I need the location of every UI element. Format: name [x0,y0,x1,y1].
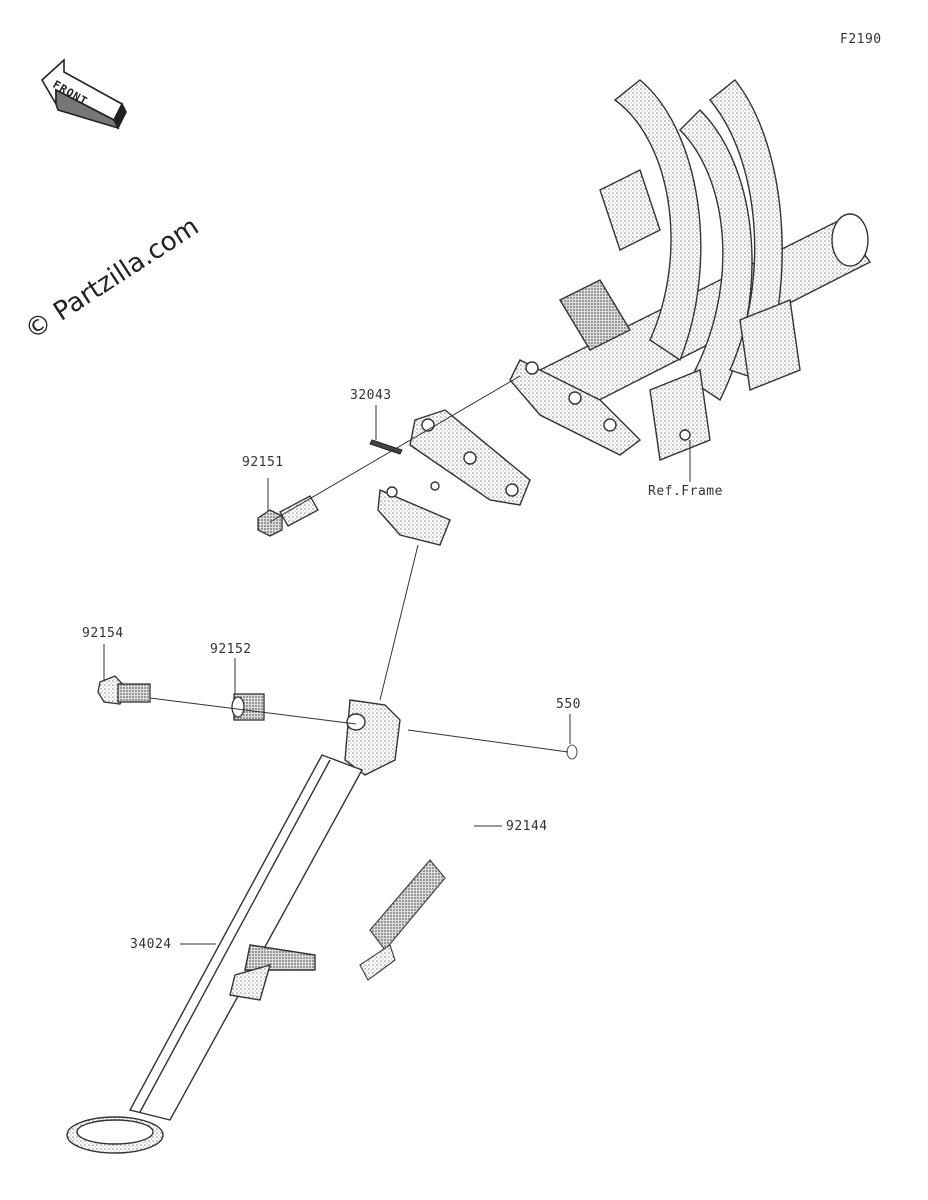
diagram-code: F2190 [840,32,882,47]
stand-bracket [377,409,531,546]
part-label-32043[interactable]: 32043 [350,388,392,403]
front-arrow-icon [40,58,127,130]
part-label-92152[interactable]: 92152 [210,642,252,657]
bolt-92151 [257,495,319,537]
side-stand-34024 [66,699,401,1154]
part-label-34024[interactable]: 34024 [130,937,172,952]
cotter-pin-550 [566,744,578,760]
collar-92152 [231,693,265,721]
bolt-92154 [97,675,151,705]
spring-92144 [359,859,446,981]
shim-plate [369,439,403,455]
part-label-92144[interactable]: 92144 [506,819,548,834]
leader-lines [103,375,691,945]
part-label-550[interactable]: 550 [556,697,581,712]
part-label-92154[interactable]: 92154 [82,626,124,641]
part-label-ref-frame[interactable]: Ref.Frame [648,484,723,499]
frame-assembly [509,79,872,461]
part-label-92151[interactable]: 92151 [242,455,284,470]
